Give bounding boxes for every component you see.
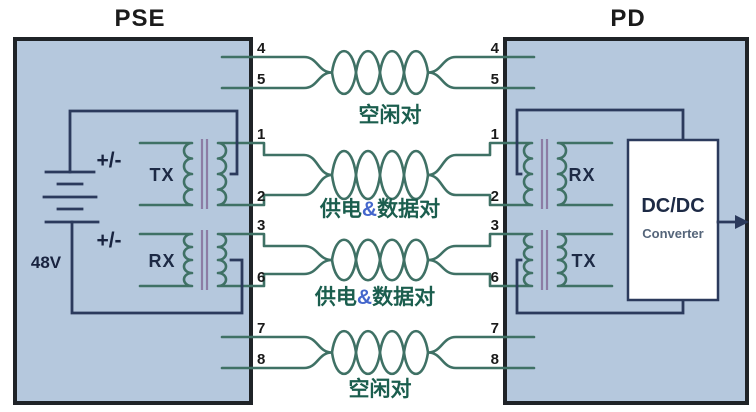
dcdc-output-arrow-icon (735, 215, 749, 229)
pse-tx-core (200, 139, 209, 209)
pse-pin-4-label: 4 (257, 40, 266, 57)
dcdc-converter-box (626, 138, 720, 302)
pd-power-wiring (515, 108, 685, 315)
pse-polarity-bottom-label: +/- (96, 229, 121, 252)
pd-tap-wire-bottom (515, 258, 685, 315)
twisted-pair-7-8 (250, 330, 506, 375)
pse-pin-5-label: 5 (257, 71, 265, 88)
pd-pin-2-label: 2 (491, 188, 499, 205)
pd-tx-transformer (502, 230, 614, 290)
pse-pin-8-label: 8 (257, 351, 265, 368)
pd-pin-3-label: 3 (491, 217, 499, 234)
pair45-function-label: 空闲对 (359, 103, 422, 127)
dcdc-converter: DC/DC Converter (626, 138, 749, 302)
pd-pin-8-label: 8 (491, 351, 499, 368)
twisted-pair-4-5 (250, 50, 506, 95)
pd-rx-transformer (502, 139, 614, 209)
twisted-pair-3-6 (250, 232, 506, 288)
pse-tx-label: TX (149, 165, 174, 185)
pair12-wire-top (250, 141, 506, 201)
pd-title: PD (610, 5, 645, 32)
pair36-function-label: 供电&数据对 (314, 285, 435, 309)
pse-polarity-top-label: +/- (96, 149, 121, 172)
pse-title: PSE (114, 5, 165, 32)
pse-idle-stubs (220, 55, 254, 370)
pse-pin-numbers: 4 5 1 2 3 6 7 8 (257, 40, 266, 368)
pair78-wire-bottom (250, 330, 506, 375)
pd-pin-4-label: 4 (491, 40, 500, 57)
supply-wire-positive (68, 109, 239, 176)
pair78-function-label: 空闲对 (349, 377, 412, 401)
pse-rx-label: RX (148, 251, 175, 271)
pse-tx-transformer (138, 139, 254, 209)
pair36-wire-bottom (250, 238, 506, 288)
pse-pin-3-label: 3 (257, 217, 265, 234)
dcdc-subtitle: Converter (642, 226, 703, 241)
pd-rx-line-coil (502, 141, 534, 207)
pse-power-supply (42, 109, 244, 315)
pse-voltage-label: 48V (31, 253, 62, 272)
pd-pin-6-label: 6 (491, 269, 499, 286)
pse-rx-core (200, 230, 209, 290)
pd-tx-label: TX (571, 251, 596, 271)
pair12-function-label: 供电&数据对 (319, 197, 440, 221)
pse-pin-1-label: 1 (257, 126, 265, 143)
pd-tx-core (540, 230, 549, 290)
pd-rx-label: RX (568, 165, 595, 185)
pd-tap-wire-top (515, 108, 685, 176)
pd-rx-core (540, 139, 549, 209)
pd-tx-secondary-coil (556, 232, 614, 288)
pair45-wire-bottom (250, 50, 506, 95)
pse-pin-6-label: 6 (257, 269, 265, 286)
pse-tx-primary-coil (138, 141, 194, 207)
pair12-wire-bottom (250, 149, 506, 207)
pd-pin-5-label: 5 (491, 71, 499, 88)
pse-pin-7-label: 7 (257, 320, 265, 337)
pd-pin-numbers: 4 5 1 2 3 6 7 8 (491, 40, 500, 368)
pd-tx-line-coil (502, 232, 534, 288)
twisted-pair-1-2 (250, 141, 506, 207)
pd-pin-1-label: 1 (491, 126, 499, 143)
pse-rx-primary-coil (138, 232, 194, 288)
supply-wire-negative (70, 220, 244, 315)
pd-idle-stubs (502, 55, 536, 370)
pd-rx-secondary-coil (556, 141, 614, 207)
pd-pin-7-label: 7 (491, 320, 499, 337)
pse-rx-transformer (138, 230, 254, 290)
pse-tx-line-coil (216, 141, 254, 207)
pse-rx-line-coil (216, 232, 254, 288)
dcdc-title: DC/DC (641, 195, 704, 217)
pse-pin-2-label: 2 (257, 188, 265, 205)
